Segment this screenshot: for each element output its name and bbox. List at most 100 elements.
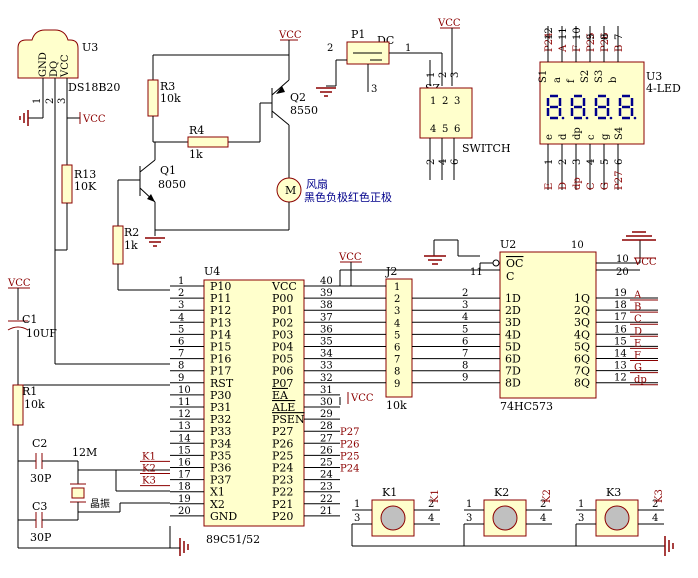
fan-label: 风扇 [306, 177, 328, 191]
r13-value: 10K [74, 180, 97, 193]
key-pin-num: 2 [540, 499, 546, 510]
mcu-right-pin-num: 26 [320, 445, 333, 456]
led-bottom-net: C [586, 182, 597, 190]
led-bottom-pin-num: 1 [544, 159, 555, 165]
y1-label: 12M [72, 446, 97, 459]
ds-num-2: 2 [45, 98, 56, 104]
u2-oc: OC [506, 257, 523, 270]
mcu-right-pin-num: 28 [320, 421, 333, 432]
p1-pin-2: 2 [327, 43, 333, 54]
mcu-pin-p30: P30 [210, 389, 231, 402]
u2-d-pin-num: 9 [462, 373, 468, 384]
sw-pin-top-2: 2 [438, 72, 449, 78]
u3-led-label: U3 [646, 70, 662, 83]
led-top-net: F [572, 45, 583, 52]
u2-q-pin-num: 18 [614, 300, 627, 311]
net-k3: K3 [142, 476, 156, 487]
ds18b20-sensor: U3 GND DQ VCC DS18B20 1 2 3 VCC [17, 29, 120, 364]
mcu-left-pin-num: 9 [178, 373, 184, 384]
led-pin-name: e [544, 134, 555, 140]
u2-d-pin-num: 4 [462, 312, 468, 323]
led-pin-name: a [552, 77, 563, 83]
led-bottom-pin-num: 2 [558, 159, 569, 165]
led-top-pin-num: 11 [558, 27, 569, 40]
mcu-pin-p14: P14 [210, 328, 231, 341]
net-p24: P24 [340, 464, 359, 475]
fan-driver: VCC R3 10k R4 1k Q2 8550 M 风扇 黑色负极红色正极 [112, 30, 392, 291]
key-pin-num: 2 [428, 499, 434, 510]
mcu-left-pin-num: 5 [178, 324, 184, 335]
u2-c-num: 11 [470, 267, 483, 278]
u2-pin-8q: 8Q [574, 377, 590, 390]
mcu-pin-gnd: GND [210, 510, 237, 523]
u2-d-pin-num: 3 [462, 300, 468, 311]
power-switch-sz: VCC 1 2 3 SZ 1 2 3 4 5 6 2 4 6 SWITCH [419, 18, 511, 180]
c2-value: 30P [30, 472, 52, 485]
fan-note: 黑色负极红色正极 [304, 190, 392, 204]
key-net-label: K1 [430, 489, 441, 503]
sw-body-5: 5 [442, 124, 448, 135]
mcu-pin-x2: X2 [210, 498, 225, 511]
u2-pin-1d: 1D [505, 292, 521, 305]
mcu-right-pin-num: 33 [320, 361, 333, 372]
led-bottom-net: E [544, 183, 555, 190]
mcu-right-pin-num: 31 [320, 385, 333, 396]
u2-pin-5q: 5Q [574, 340, 590, 353]
mcu-pin-p32: P32 [210, 413, 231, 426]
key-pin-num: 4 [540, 513, 546, 524]
led-digit [570, 94, 589, 120]
mcu-pin-p12: P12 [210, 304, 231, 317]
mcu-right-pin-num: 27 [320, 433, 333, 444]
mcu-pin-p27: P27 [272, 425, 293, 438]
r3-value: 10k [160, 92, 181, 105]
led4-label: 4-LED [646, 82, 681, 95]
mcu-right-pin-num: 39 [320, 288, 333, 299]
mcu-right-pin-num: 32 [320, 373, 333, 384]
u2-c: C [506, 270, 514, 283]
mcu-pin-p04: P04 [272, 341, 293, 354]
y1-note: 晶振 [90, 497, 110, 510]
r4-label: R4 [189, 124, 204, 137]
key-label: K2 [494, 486, 509, 499]
led-pin-name: d [558, 133, 569, 140]
ds-num-1: 1 [32, 98, 43, 104]
u2-pin-5d: 5D [505, 340, 521, 353]
led-bottom-net: D [558, 182, 569, 190]
mcu-pin-p33: P33 [210, 425, 231, 438]
u2-pin-6d: 6D [505, 353, 521, 366]
mcu-pin-p05: P05 [272, 353, 293, 366]
vcc-label-reset: VCC [7, 278, 31, 289]
key-pin-num: 1 [578, 499, 584, 510]
led-top-net: A [558, 44, 569, 53]
key-pin-num: 1 [354, 499, 360, 510]
sw-pin-bot-2: 2 [426, 159, 437, 165]
vcc-label-mcu: VCC [338, 252, 362, 263]
mcu-left-pin-num: 14 [178, 433, 191, 444]
mcu-pin-p37: P37 [210, 474, 231, 487]
mcu-pin-p20: P20 [272, 510, 293, 523]
u2-name: 74HC573 [500, 400, 553, 413]
mcu-pin-p31: P31 [210, 401, 231, 414]
net-p27: P27 [340, 427, 359, 438]
mcu-pin-p23: P23 [272, 474, 293, 487]
mcu-left-pin-num: 15 [178, 445, 191, 456]
led-bottom-pin-num: 6 [614, 159, 625, 165]
c2-label: C2 [32, 437, 47, 450]
led-top-pin-num: 7 [614, 34, 625, 40]
key-net-label: K3 [654, 489, 665, 503]
key-pin-num: 2 [652, 499, 658, 510]
u2-pin-4d: 4D [505, 328, 521, 341]
mcu-left-pin-num: 17 [178, 470, 191, 481]
led-digit [618, 94, 637, 120]
u2-q-pin-num: 13 [614, 361, 627, 372]
sw-pin-top-1: 1 [426, 72, 437, 78]
mcu-pin-p26: P26 [272, 437, 293, 450]
u2-pin-2d: 2D [505, 304, 521, 317]
u2-pin-7q: 7Q [574, 365, 590, 378]
switch-label: SWITCH [462, 142, 511, 155]
key-label: K3 [606, 486, 621, 499]
